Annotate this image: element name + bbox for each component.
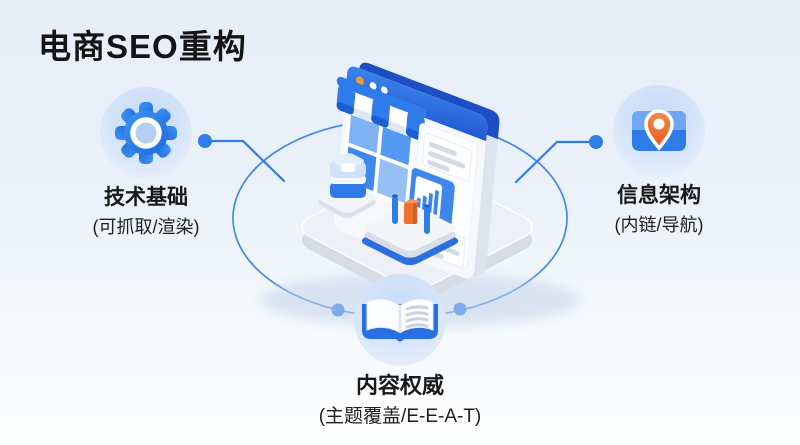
map-pin-icon [632,109,686,151]
node-technical-foundation: 技术基础 (可抓取/渲染) [56,87,236,239]
browser-titlebar [345,66,488,142]
awning [336,76,427,141]
titlebar-dot-orange [356,76,364,86]
node-subtitle: (主题覆盖/E-E-A-T) [318,406,482,428]
callout-left [203,139,286,183]
page-title: 电商SEO重构 [38,28,247,65]
bar-chart-panel [408,168,455,228]
node-label: 技术基础 [104,186,188,209]
titlebar-dot [369,82,377,90]
node-information-architecture: 信息架构 (内链/导航) [569,85,749,237]
node-circle [613,85,705,177]
node-label: 信息架构 [617,184,701,207]
node-subtitle: (可抓取/渲染) [92,217,200,238]
node-label: 内容权威 [355,373,444,398]
podium [361,194,459,266]
node-circle [354,274,446,366]
connector-dot-left [198,134,212,148]
connector-dot-right [589,135,603,149]
titlebar-dot [380,86,388,94]
package-box [318,153,376,218]
storefront-browser-illustration [260,62,580,327]
open-book-icon [362,298,438,342]
callout-right [514,140,598,184]
node-content-authority: 内容权威 (主题覆盖/E-E-A-T) [270,274,530,428]
node-circle [100,87,192,179]
gear-icon [115,102,177,164]
node-subtitle: (内链/导航) [614,215,704,236]
